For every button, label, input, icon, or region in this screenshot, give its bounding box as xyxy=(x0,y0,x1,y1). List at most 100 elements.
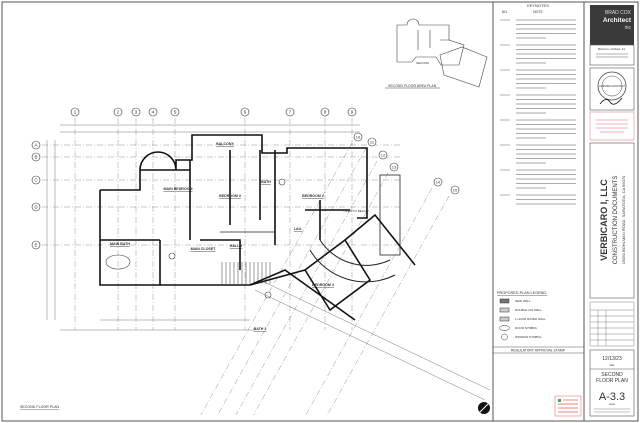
project-subtitle: CONSTRUCTION DOCUMENTS xyxy=(613,176,619,265)
legend-item: NEW WALL xyxy=(499,298,531,304)
architect-word: Architect xyxy=(603,17,632,24)
legend-item-label: WINDOW SYMBOL xyxy=(515,335,542,339)
plan-title: SECOND FLOOR PLAN xyxy=(20,405,60,409)
grid-label: D xyxy=(34,205,38,210)
grid-bubble xyxy=(433,177,443,187)
legend-item-label: DOUBLE 2x6 WALL xyxy=(515,308,542,312)
grid-label: 10 xyxy=(356,135,361,140)
grid-label: 5 xyxy=(174,110,177,115)
proposed-plan-legend: PROPOSED PLAN LEGEND: NEW WALL DOUBLE 2x6… xyxy=(497,291,547,341)
grid-label: 4 xyxy=(152,110,155,115)
room-bath-3: BATH 3 xyxy=(254,327,267,331)
sheet-label: sheet xyxy=(609,403,615,406)
grid-bubble xyxy=(31,202,41,212)
city-approval-lines xyxy=(596,119,628,133)
grid-bubble xyxy=(389,162,399,172)
grid-label: 9 xyxy=(351,110,354,115)
legend-item: DOOR SYMBOL xyxy=(499,325,538,331)
grid-label: A xyxy=(34,143,37,148)
grid-bubble xyxy=(378,150,388,160)
grid-bubble xyxy=(347,107,357,117)
legend-item-label: 1 HOUR RATED WALL xyxy=(515,317,546,321)
room-bath: BATH xyxy=(261,180,271,184)
green-approval-stamp xyxy=(554,395,582,417)
open-to-below: OPEN TO BELOW xyxy=(343,209,368,213)
grid-bubble xyxy=(31,152,41,162)
grid-label: 3 xyxy=(135,110,138,115)
grid-bubble xyxy=(31,175,41,185)
key-plan-label: SECOND FLOOR AREA PLAN xyxy=(388,84,437,88)
legend-swatch xyxy=(499,307,510,313)
grid-label: 6 xyxy=(244,110,247,115)
room-hall-2: HALL 2 xyxy=(230,244,243,248)
room-main-closet: MAIN CLOSET xyxy=(191,247,217,251)
keynotes-col-note: NOTE xyxy=(533,10,543,14)
date-label: date xyxy=(610,364,615,367)
project-address: 15050 BOHLMAN ROAD, SARATOGA, CA 95070 xyxy=(621,175,626,264)
room-bedroom-3: BEDROOM 3 xyxy=(219,194,241,198)
sheet-title-line1: SECOND xyxy=(601,372,623,378)
grid-label: 1 xyxy=(74,110,77,115)
legend-item: 1 HOUR RATED WALL xyxy=(499,316,546,322)
grid-label: 15 xyxy=(453,188,458,193)
grid-bubble xyxy=(240,107,250,117)
grid-bubble xyxy=(31,240,41,250)
key-plan-area-label: SECOND xyxy=(416,61,430,65)
legend-swatch xyxy=(499,298,510,304)
grid-label: 7 xyxy=(289,110,292,115)
grid-bubble xyxy=(285,107,295,117)
grid-label: B xyxy=(34,155,37,160)
window-symbol-icon xyxy=(501,333,508,341)
grid-label: 2 xyxy=(117,110,120,115)
grid-label: 11 xyxy=(370,140,375,145)
architect-name: BRAD COX xyxy=(605,10,632,16)
architect-inc: inc xyxy=(625,25,632,31)
room-bedroom-2: BEDROOM 2 xyxy=(302,194,324,198)
grid-bubble xyxy=(148,107,158,117)
grid-bubble xyxy=(31,140,41,150)
grid-bubble xyxy=(353,132,363,142)
grid-label: 13 xyxy=(392,165,397,170)
room-main-bath: MAIN BATH xyxy=(110,242,130,246)
legend-item-label: NEW WALL xyxy=(515,299,531,303)
architect-logo: BRAD COX Architect inc Brad Cox, Archite… xyxy=(589,5,635,66)
room-bedroom-4: BEDROOM 4 xyxy=(312,283,334,287)
legend-item: WINDOW SYMBOL xyxy=(501,333,542,341)
city-approval-stamp xyxy=(589,111,635,141)
project-title: VERBICARO I, LLC CONSTRUCTION DOCUMENTS … xyxy=(599,175,626,264)
grid-label: 8 xyxy=(324,110,327,115)
legend-item-label: DOOR SYMBOL xyxy=(515,326,538,330)
door-symbol-icon xyxy=(499,325,510,331)
legend-item: DOUBLE 2x6 WALL xyxy=(499,307,542,313)
grid-bubble xyxy=(450,185,460,195)
keynotes-col-no: NO. xyxy=(502,10,508,14)
project-title-box xyxy=(589,142,635,299)
room-laundry: LAU. xyxy=(294,227,302,231)
grid-bubble xyxy=(170,107,180,117)
grid-label: E xyxy=(34,243,37,248)
sheet-info-box xyxy=(589,349,635,417)
room-balcony: BALCONY xyxy=(216,142,234,146)
revision-table xyxy=(589,301,635,347)
grid-label: C xyxy=(34,178,38,183)
architect-seal-stamp: LICENSED ARCHITECT xyxy=(589,67,635,111)
room-main-bedroom: MAIN BEDROOM xyxy=(164,187,193,191)
grid-bubble xyxy=(70,107,80,117)
grid-bubble xyxy=(320,107,330,117)
regulatory-stamp-title: REGULATORY APPROVAL STAMP xyxy=(511,349,566,353)
key-plan xyxy=(385,18,488,89)
north-arrow-icon xyxy=(477,401,491,415)
sheet-number: A-3.3 xyxy=(599,391,625,403)
keynotes-title: KEYNOTES xyxy=(527,3,549,8)
grid-bubble xyxy=(131,107,141,117)
sheet-date: 12/13/23 xyxy=(602,356,622,362)
legend-title: PROPOSED PLAN LEGEND: xyxy=(497,291,547,295)
seal-text: LICENSED ARCHITECT xyxy=(599,85,626,88)
grid-bubble xyxy=(367,137,377,147)
sheet-title-line2: FLOOR PLAN xyxy=(596,378,628,384)
project-name: VERBICARO I, LLC xyxy=(599,179,609,261)
grid-label: 12 xyxy=(381,153,386,158)
